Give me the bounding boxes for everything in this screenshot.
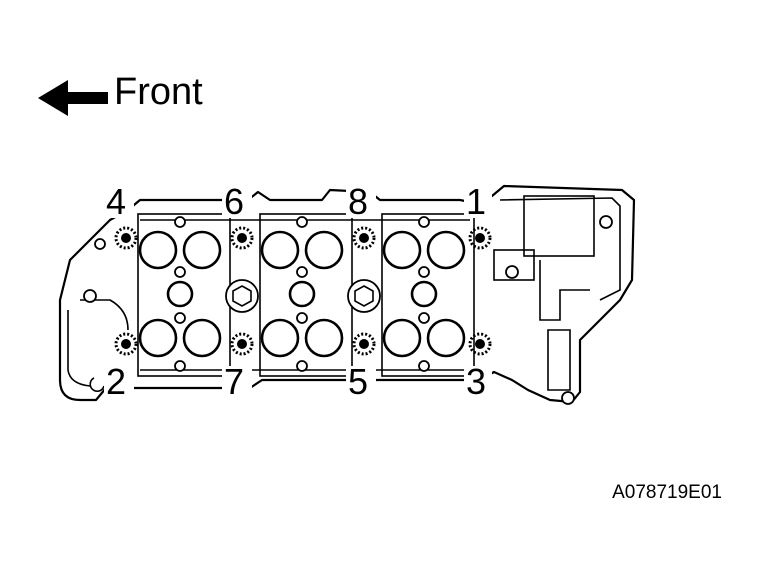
figure-code: A078719E01 <box>612 482 722 503</box>
bolt-number-bottom-3: 5 <box>348 361 368 402</box>
journal-group-1 <box>137 213 231 377</box>
bolt-icon <box>352 332 376 356</box>
bolt-group <box>114 226 492 356</box>
bolt-number-bottom-4: 3 <box>466 361 486 402</box>
journal-group-3 <box>381 213 475 377</box>
hex-plug-1 <box>225 279 259 313</box>
bolt-icon <box>468 332 492 356</box>
journal-group-2 <box>259 213 353 377</box>
bolt-number-top-3: 8 <box>348 181 368 222</box>
hex-plug-2 <box>347 279 381 313</box>
front-label: Front <box>114 71 203 113</box>
bolt-icon <box>468 226 492 250</box>
arrow-left-icon <box>38 80 108 116</box>
bolt-icon <box>114 332 138 356</box>
bolt-icon <box>352 226 376 250</box>
bolt-icon <box>230 332 254 356</box>
bolt-number-top-2: 6 <box>224 181 244 222</box>
bolt-number-top-1: 4 <box>106 181 126 222</box>
bolt-icon <box>230 226 254 250</box>
bolt-number-bottom-1: 2 <box>106 361 126 402</box>
bolt-icon <box>114 226 138 250</box>
bolt-number-bottom-2: 7 <box>224 361 244 402</box>
bolt-number-top-4: 1 <box>466 181 486 222</box>
